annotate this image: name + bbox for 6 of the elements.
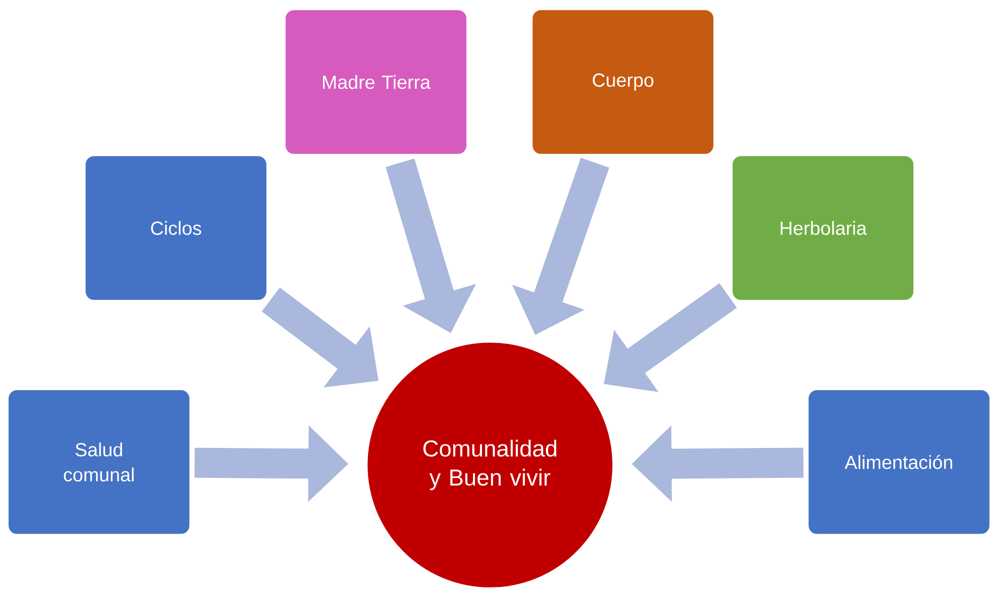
concept-box: Herbolaria [731,154,915,302]
concept-box: Salud comunal [7,388,191,536]
concept-box: Ciclos [84,154,268,302]
concept-box: Madre Tierra [284,8,468,156]
concept-box: Cuerpo [531,8,715,156]
concept-box: Alimentación [807,388,990,536]
